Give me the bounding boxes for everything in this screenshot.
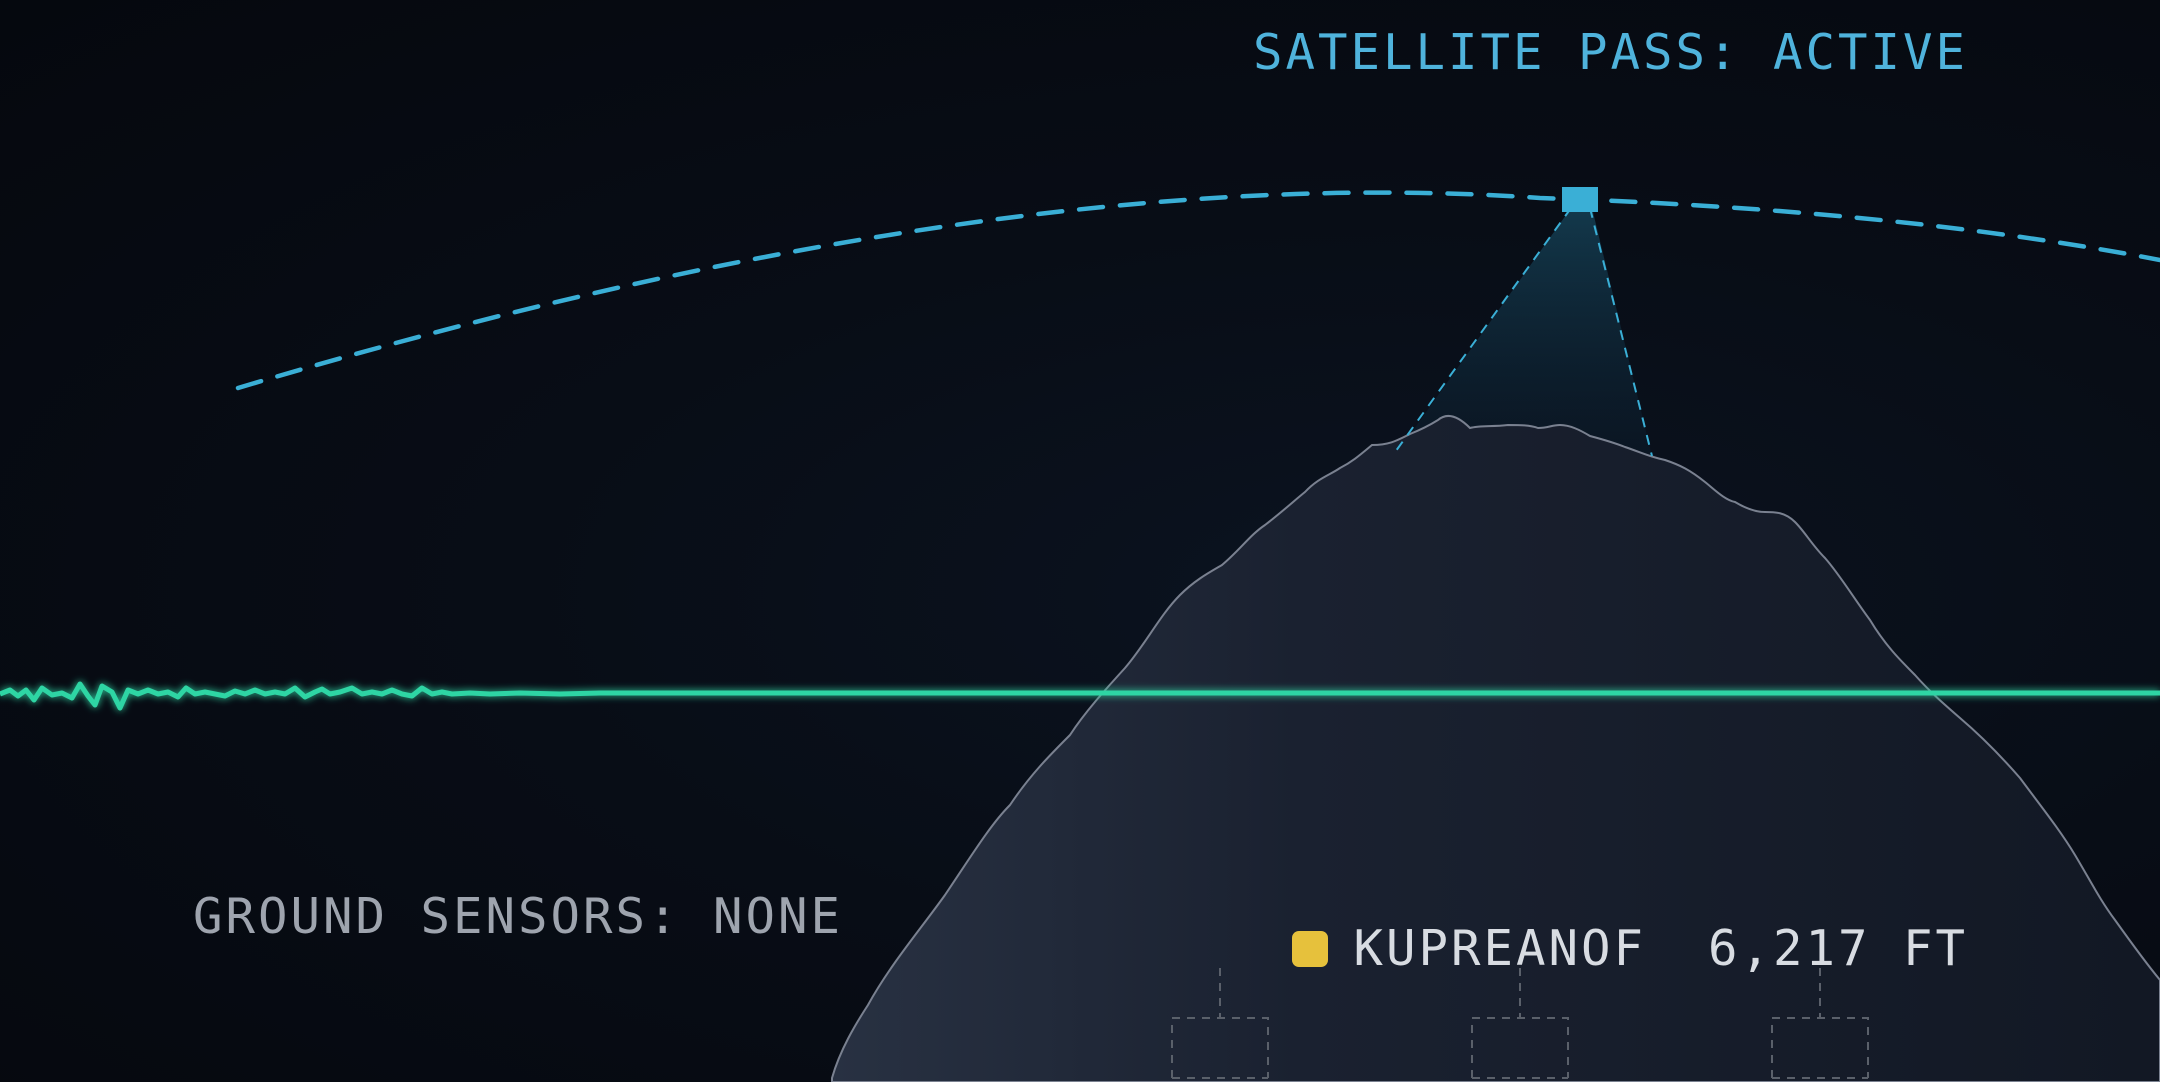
sensor-outline-2 (1471, 968, 1569, 1079)
beam-edge-right (1589, 207, 1653, 457)
signal-line (0, 681, 2160, 711)
peak-marker-dot (1292, 930, 1329, 967)
peak-tag: KUPREANOF 6,217 FT (1292, 920, 1968, 977)
orbit-path (235, 190, 2160, 391)
peak-name: KUPREANOF (1353, 920, 1646, 977)
satellite-beam-cone (1395, 208, 1652, 456)
satellite-marker (1562, 187, 1598, 212)
sensor-outline-1 (1171, 968, 1269, 1079)
ground-sensors-label: GROUND SENSORS: NONE (193, 888, 844, 945)
peak-elevation: 6,217 FT (1707, 920, 1968, 977)
beam-edge-left (1392, 207, 1572, 456)
mountain-silhouette (831, 414, 2160, 1082)
sensor-outline-3 (1771, 968, 1869, 1079)
satellite-status-label: SATELLITE PASS: ACTIVE (1252, 24, 1968, 81)
